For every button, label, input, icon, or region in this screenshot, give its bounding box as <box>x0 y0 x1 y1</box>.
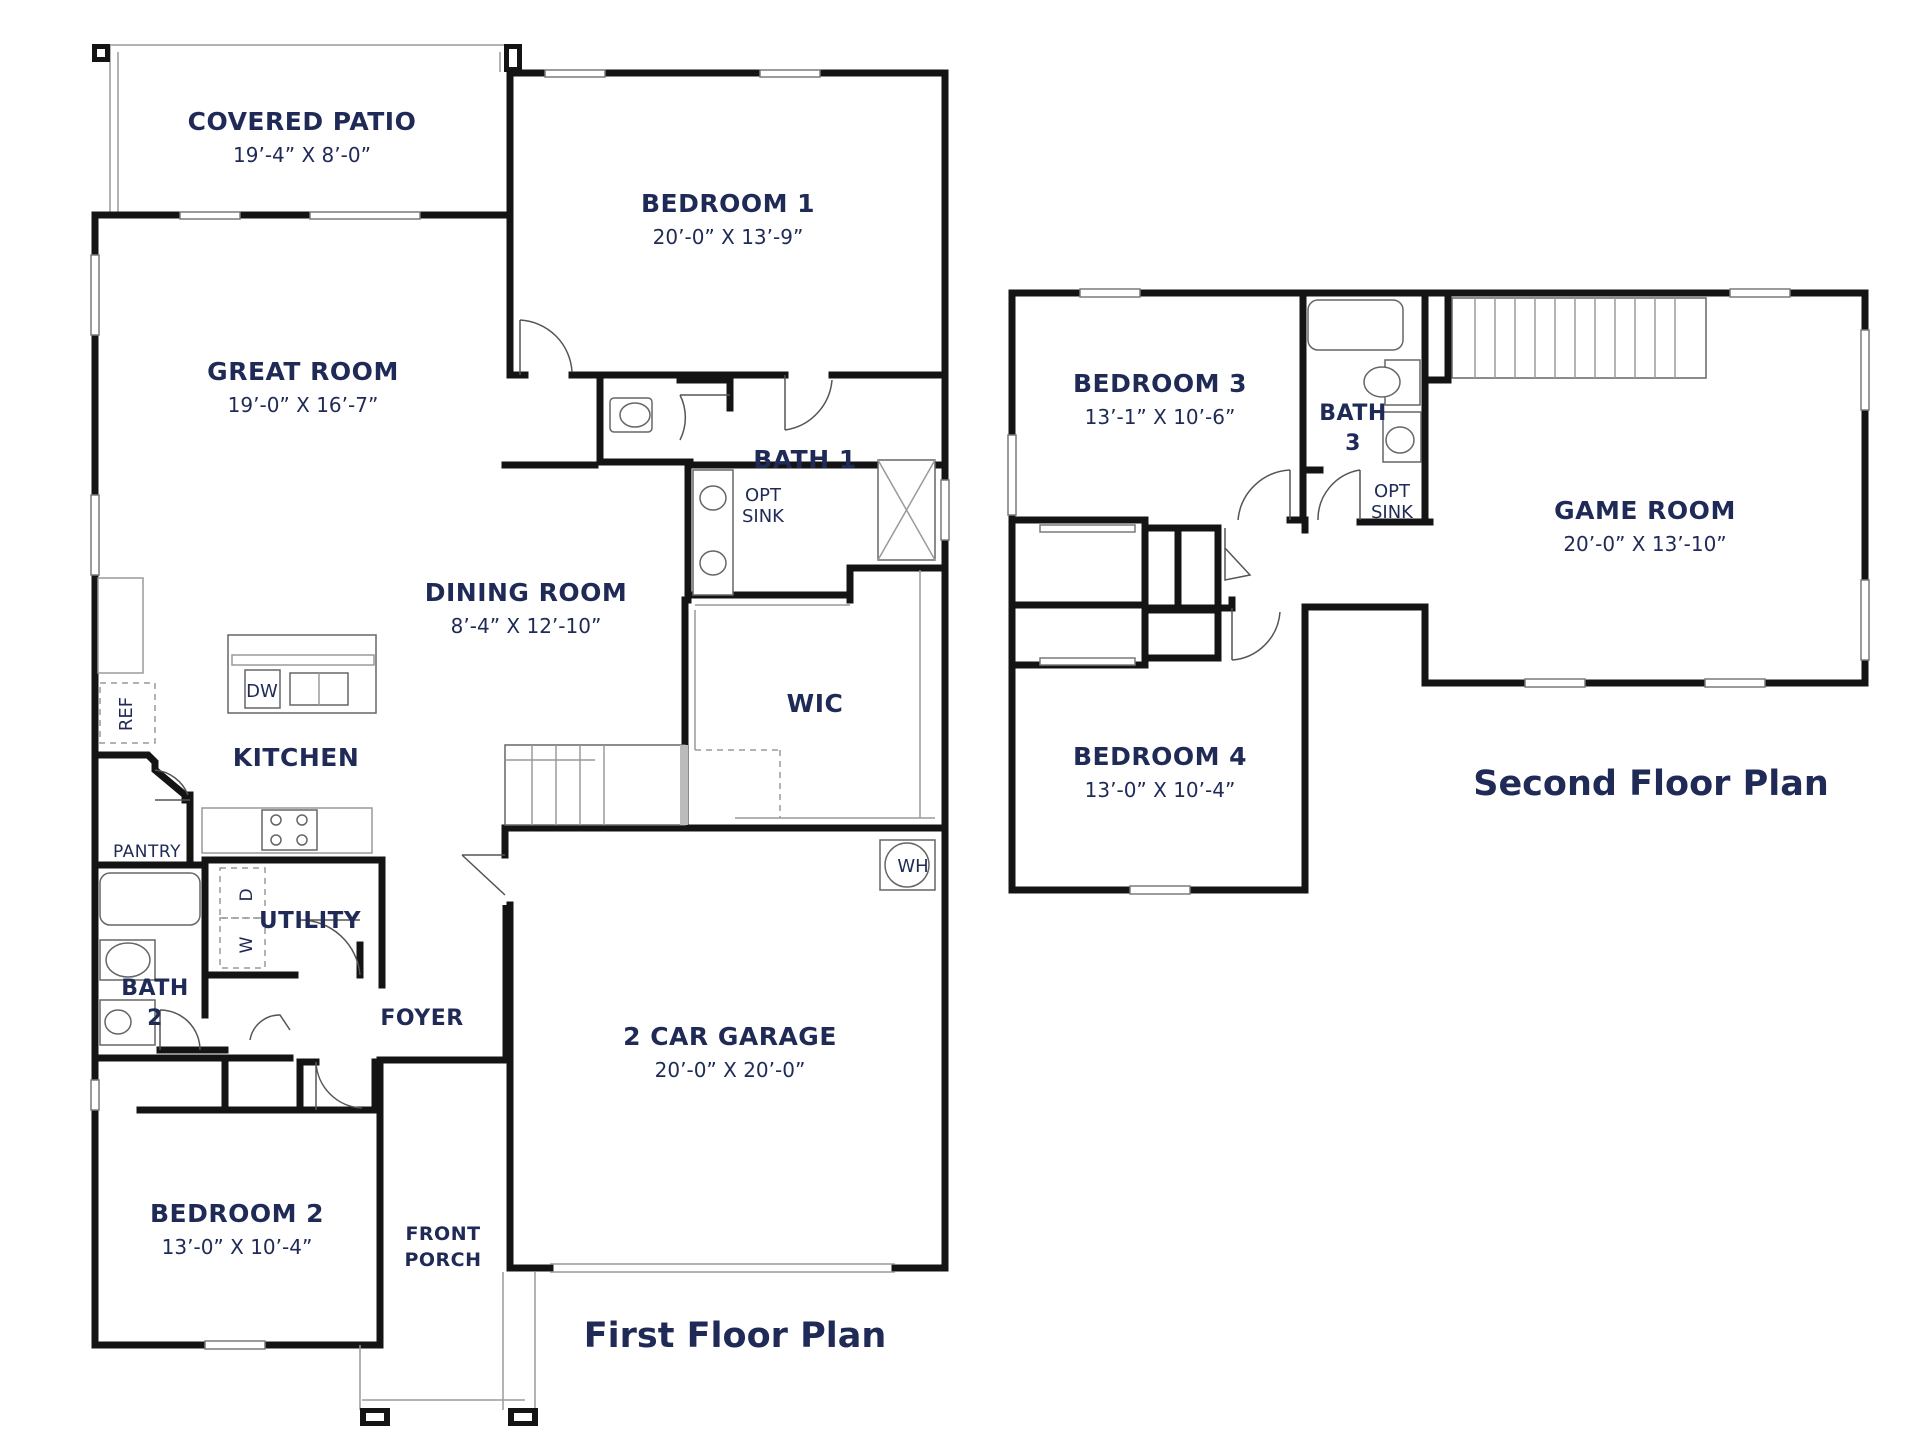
wic-shelving <box>694 570 935 819</box>
second-floor-plan: BEDROOM 3 13’-1” X 10’-6” BATH 3 OPT SIN… <box>1007 288 1870 895</box>
bath1-label: BATH 1 <box>753 445 857 474</box>
washer-icon <box>219 917 266 969</box>
bedroom3-dims: 13’-1” X 10’-6” <box>1085 405 1236 429</box>
covered-patio-area <box>92 44 522 212</box>
bedroom4-dims: 13’-0” X 10’-4” <box>1085 778 1236 802</box>
dining-room-dims: 8’-4” X 12’-10” <box>451 614 602 638</box>
dryer-label: D <box>237 888 257 901</box>
kitchen-fixtures <box>97 577 377 854</box>
bathtub-icon <box>99 872 201 926</box>
first-floor-plan: COVERED PATIO 19’-4” X 8’-0” BEDROOM 1 2… <box>90 44 950 1426</box>
garage-and-porch <box>359 1263 895 1426</box>
great-room-dims: 19’-0” X 16’-7” <box>228 393 379 417</box>
counter-icon <box>201 807 373 854</box>
second-floor-stairs <box>1451 297 1707 379</box>
utility-label: UTILITY <box>259 908 361 934</box>
covered-patio-dims: 19’-4” X 8’-0” <box>233 143 371 167</box>
dishwasher-icon <box>244 669 281 709</box>
front-porch-label-line1: FRONT <box>405 1223 480 1245</box>
second-floor-windows <box>1007 288 1870 895</box>
bath3-opt-sink-line2: SINK <box>1371 502 1414 523</box>
second-floor-walls <box>1008 289 1869 894</box>
game-room-dims: 20’-0” X 13’-10” <box>1563 532 1726 556</box>
kitchen-label: KITCHEN <box>233 743 360 772</box>
bath1-opt-sink-line2: SINK <box>742 506 785 527</box>
garage-label: 2 CAR GARAGE <box>623 1022 837 1051</box>
bath3-opt-sink-line1: OPT <box>1374 481 1411 502</box>
bedroom3-label: BEDROOM 3 <box>1073 369 1247 398</box>
dining-room-label: DINING ROOM <box>425 578 628 607</box>
front-porch-label-line2: PORCH <box>404 1249 481 1271</box>
bath2-label-line1: BATH <box>121 976 189 1001</box>
bath2-fixtures <box>99 872 201 1046</box>
dryer-icon <box>219 867 266 919</box>
utility-fixtures <box>219 867 266 969</box>
bedroom1-label: BEDROOM 1 <box>641 189 815 218</box>
second-floor-title: Second Floor Plan <box>1473 764 1829 804</box>
pantry-label: PANTRY <box>113 842 181 862</box>
wic-label: WIC <box>787 689 844 718</box>
bath1-opt-sink-line1: OPT <box>745 485 782 506</box>
bedroom2-label: BEDROOM 2 <box>150 1199 324 1228</box>
bath3-label-line1: BATH <box>1319 401 1387 426</box>
range-icon <box>261 809 318 851</box>
covered-patio-label: COVERED PATIO <box>188 107 417 136</box>
second-floor-doors <box>1224 469 1361 661</box>
game-room-label: GAME ROOM <box>1554 496 1736 525</box>
bedroom2-dims: 13’-0” X 10’-4” <box>162 1235 313 1259</box>
bath3-fixtures <box>1307 299 1422 463</box>
second-floor-labels: BEDROOM 3 13’-1” X 10’-6” BATH 3 OPT SIN… <box>1073 369 1829 804</box>
first-floor-windows <box>90 69 950 1350</box>
sink-icon <box>699 550 727 576</box>
water-heater-icon <box>879 839 936 891</box>
first-floor-title: First Floor Plan <box>584 1316 887 1356</box>
garage-dims: 20’-0” X 20’-0” <box>655 1058 806 1082</box>
sink-icon <box>699 485 727 511</box>
refrigerator-icon <box>99 682 156 744</box>
bathtub-icon <box>1307 299 1404 351</box>
water-heater-label: WH <box>897 856 928 877</box>
dishwasher-label: DW <box>246 681 278 702</box>
bedroom1-dims: 20’-0” X 13’-9” <box>653 225 804 249</box>
washer-label: W <box>237 936 257 953</box>
bedroom4-label: BEDROOM 4 <box>1073 742 1247 771</box>
first-floor-walls <box>91 69 949 1349</box>
counter-icon <box>97 577 144 674</box>
foyer-label: FOYER <box>380 1006 463 1031</box>
bath1-fixtures <box>609 397 936 596</box>
first-floor-stairs <box>504 744 688 826</box>
first-floor-doors <box>154 319 833 1110</box>
first-floor-labels: COVERED PATIO 19’-4” X 8’-0” BEDROOM 1 2… <box>113 107 929 1356</box>
bath3-label-line2: 3 <box>1345 431 1361 456</box>
great-room-label: GREAT ROOM <box>207 357 399 386</box>
refrigerator-label: REF <box>116 697 137 731</box>
bath2-label-line2: 2 <box>147 1006 163 1031</box>
